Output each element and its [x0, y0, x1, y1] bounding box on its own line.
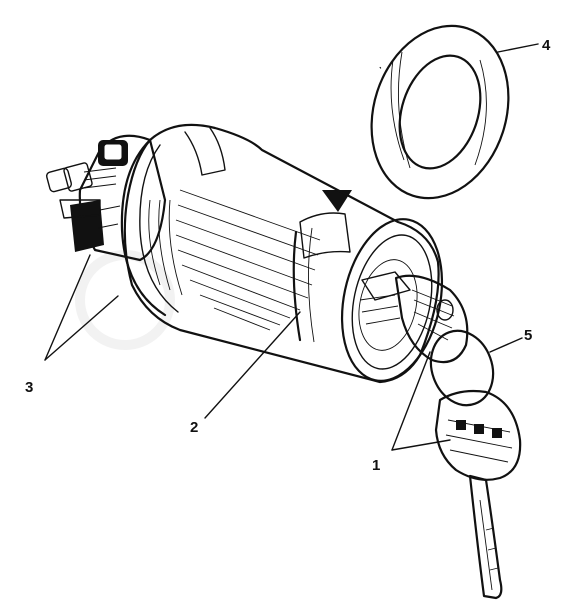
housing-shading — [148, 189, 321, 331]
callout-label-5: 5 — [524, 327, 532, 344]
callout-label-3: 3 — [25, 379, 33, 396]
callout-label-4: 4 — [542, 37, 551, 54]
callout-label-2: 2 — [190, 419, 198, 436]
key-ring — [429, 329, 495, 407]
assembly-arrow — [322, 65, 382, 212]
callout-label-1: 1 — [372, 457, 380, 474]
part-terminals — [45, 134, 167, 262]
leader-lines — [44, 43, 539, 451]
part-gasket — [370, 24, 510, 200]
lock-cylinder — [358, 259, 418, 351]
part-keys — [394, 274, 522, 600]
watermark-shape — [75, 250, 175, 350]
part-housing — [120, 123, 444, 384]
